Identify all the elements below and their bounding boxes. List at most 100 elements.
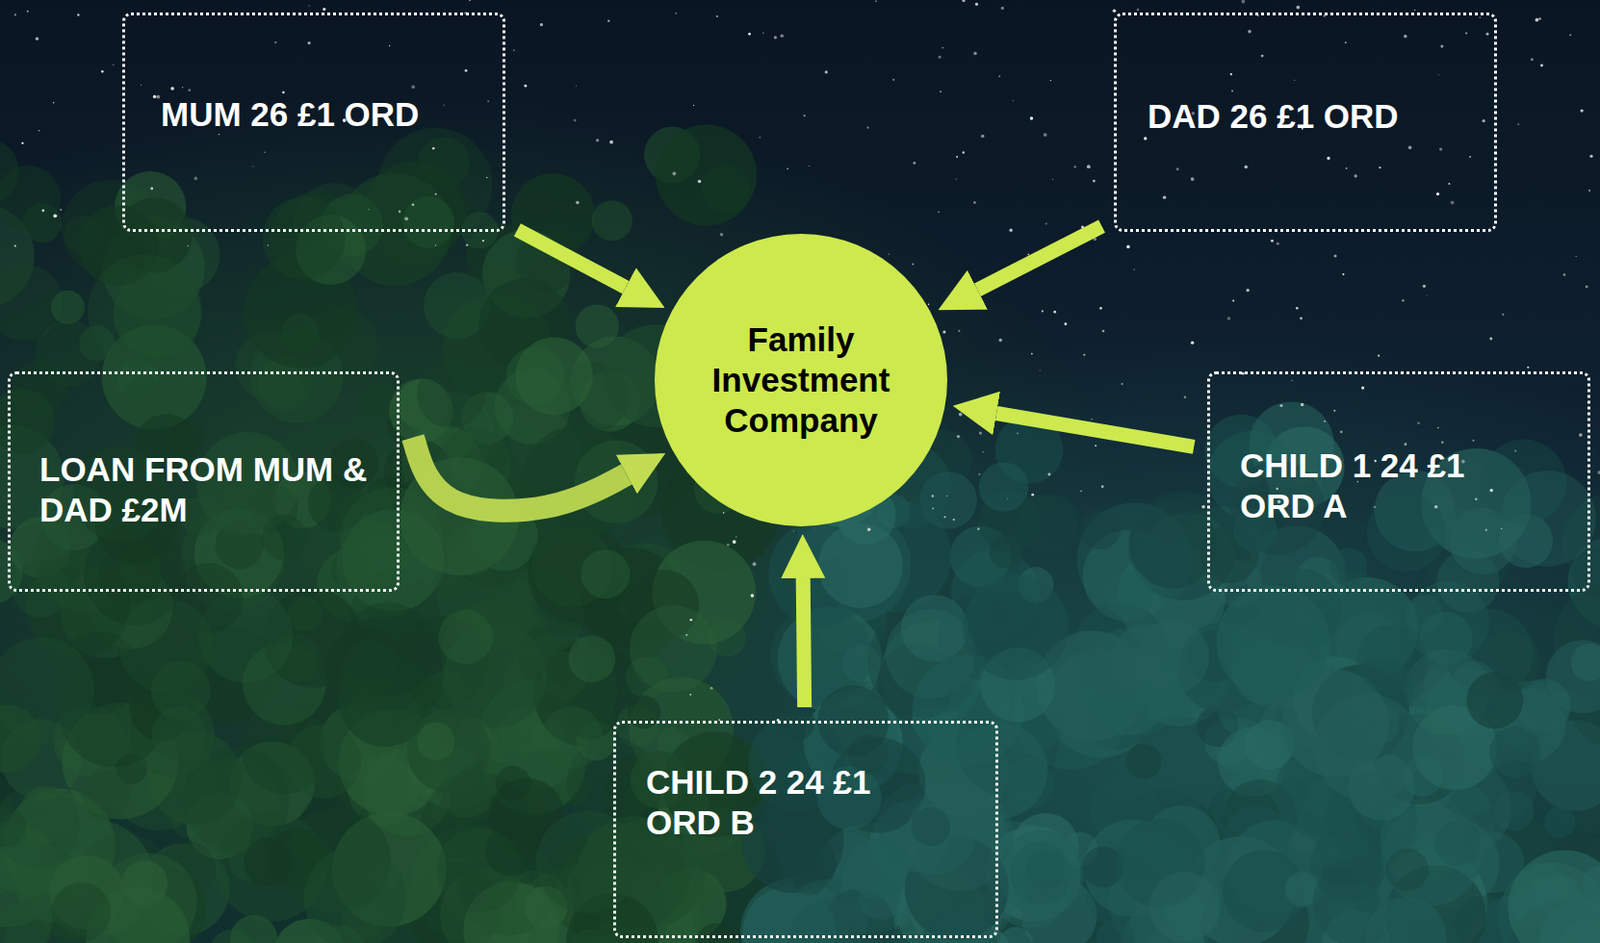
star	[14, 13, 17, 16]
star	[1031, 493, 1034, 497]
star	[1517, 123, 1520, 126]
star	[1291, 380, 1293, 382]
star	[1092, 180, 1096, 183]
node-label: CHILD 2 24 £1 ORD B	[645, 762, 916, 844]
star	[1052, 179, 1054, 181]
star	[911, 263, 914, 266]
star	[14, 244, 17, 247]
star	[1176, 167, 1180, 171]
stars	[14, 0, 1600, 723]
star	[1417, 421, 1420, 424]
star	[1474, 498, 1477, 501]
tree-foliage	[847, 838, 909, 901]
star	[21, 142, 24, 145]
star	[1563, 273, 1566, 276]
tree-foliage	[627, 696, 661, 729]
star	[979, 431, 982, 435]
star	[1247, 29, 1251, 33]
star	[720, 232, 724, 237]
star	[308, 41, 311, 45]
star	[1450, 201, 1455, 206]
star	[404, 216, 409, 221]
tree-foliage	[575, 304, 620, 348]
star	[1437, 427, 1439, 429]
star	[1333, 410, 1336, 413]
star	[1039, 370, 1041, 372]
star	[943, 516, 946, 518]
tree-foliage	[655, 124, 757, 226]
star	[1469, 155, 1471, 158]
star	[780, 33, 785, 38]
star	[1414, 9, 1416, 11]
star	[1403, 34, 1408, 39]
star	[308, 4, 310, 6]
star	[59, 208, 62, 211]
star	[726, 543, 730, 547]
star	[267, 244, 269, 246]
tree-foliage	[0, 539, 24, 606]
star	[486, 177, 489, 180]
star	[1041, 309, 1044, 312]
star	[1345, 167, 1348, 170]
star	[1245, 288, 1249, 292]
tree-foliage	[1216, 586, 1331, 700]
star	[961, 0, 965, 2]
star	[1361, 387, 1365, 390]
star	[981, 451, 984, 454]
share-arrow	[802, 578, 804, 708]
circle-fill	[654, 233, 948, 527]
star	[1143, 136, 1147, 140]
star	[1344, 41, 1347, 44]
star	[1585, 285, 1589, 289]
star	[689, 694, 692, 697]
star	[1485, 32, 1489, 36]
share-arrow	[996, 413, 1194, 448]
tree-foliage	[1507, 851, 1600, 943]
star	[1530, 57, 1534, 61]
tree-foliage	[1466, 671, 1523, 729]
star	[1074, 165, 1077, 168]
tree-foliage	[989, 535, 1024, 569]
tree-foliage	[1366, 492, 1446, 573]
star	[1526, 366, 1529, 369]
star	[1326, 156, 1330, 160]
star	[1031, 353, 1033, 356]
star	[1569, 34, 1572, 37]
star	[1472, 439, 1475, 442]
tree-foliage	[592, 200, 633, 241]
star	[958, 288, 962, 292]
tree-foliage	[901, 594, 969, 663]
star	[187, 88, 191, 92]
star	[975, 2, 979, 6]
tree-foliage	[695, 923, 736, 943]
star	[1438, 74, 1440, 76]
star	[540, 23, 543, 26]
star	[1047, 472, 1051, 476]
star	[140, 84, 142, 86]
tree-foliage	[536, 810, 640, 914]
tree-foliage	[402, 196, 455, 249]
star	[1261, 54, 1265, 58]
star	[710, 687, 714, 691]
star	[435, 244, 437, 246]
star	[957, 330, 960, 333]
star	[786, 168, 789, 171]
tree-foliage	[485, 825, 537, 878]
tree-foliage	[1489, 726, 1541, 778]
star	[398, 209, 402, 213]
star	[1575, 256, 1577, 258]
tree-foliage	[416, 722, 456, 762]
star	[432, 147, 435, 150]
star	[464, 69, 468, 73]
star	[803, 114, 806, 117]
star	[1535, 18, 1540, 23]
star	[1500, 528, 1502, 530]
star	[468, 0, 471, 1]
star	[194, 177, 199, 181]
star	[1086, 164, 1091, 169]
tree-foliage	[979, 462, 1029, 512]
star	[912, 161, 916, 165]
star	[322, 7, 326, 11]
star	[825, 70, 828, 74]
